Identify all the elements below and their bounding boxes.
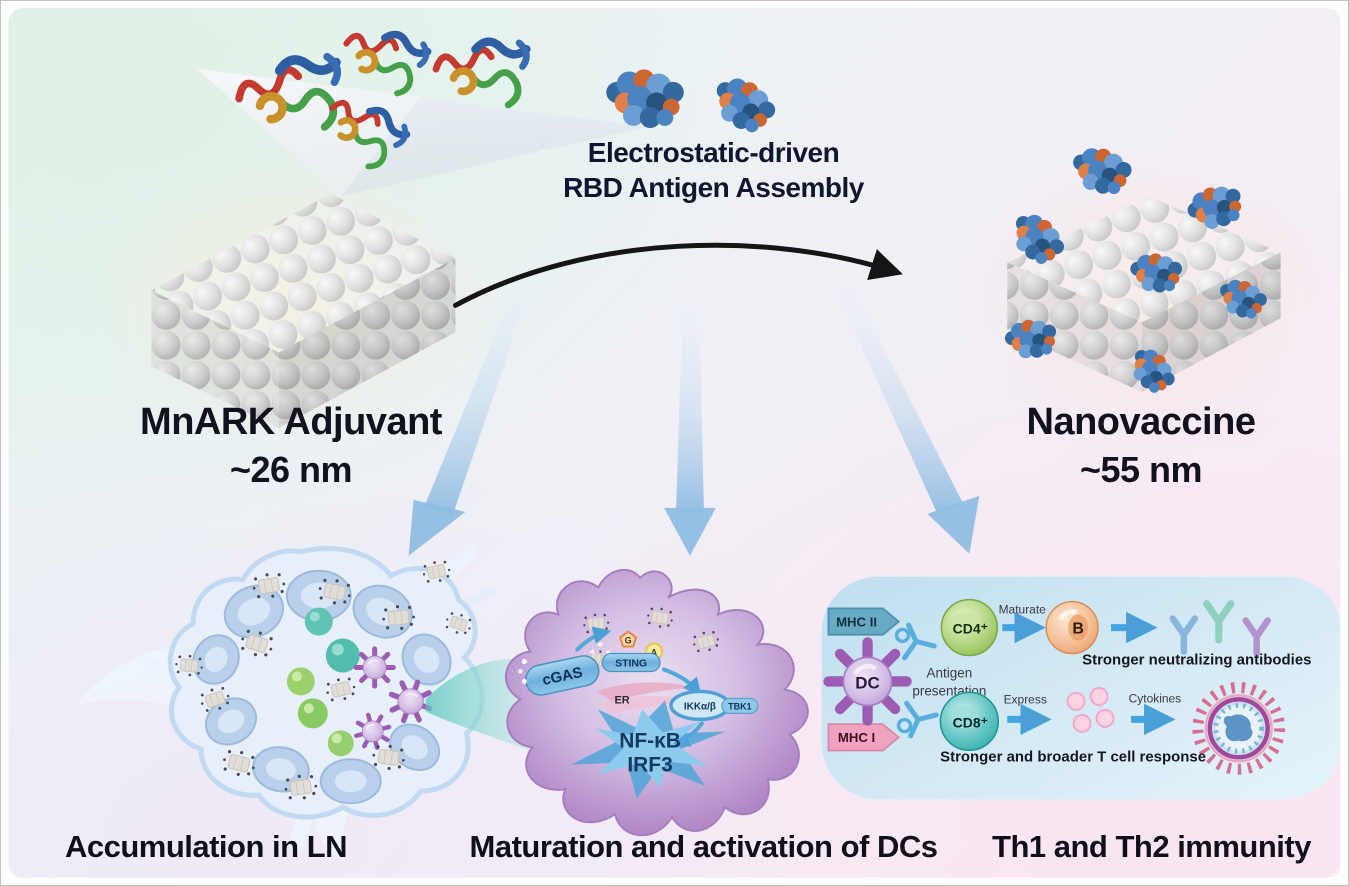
- maturate-label: Maturate: [999, 603, 1047, 617]
- nfkb-label: NF-κB: [619, 729, 681, 752]
- lymph-node: [76, 544, 498, 862]
- er-label: ER: [614, 694, 629, 706]
- beam-to-dc: [664, 296, 716, 556]
- ikk-label: IKKα/β: [684, 701, 716, 712]
- cd8-cell: CD8⁺: [939, 691, 1000, 752]
- assembly-label-line2: RBD Antigen Assembly: [563, 172, 864, 203]
- caption-dc-maturation: Maturation and activation of DCs: [469, 829, 938, 864]
- antibodies-caption: Stronger neutralizing antibodies: [1082, 651, 1311, 668]
- caption-accumulation-ln: Accumulation in LN: [64, 829, 348, 864]
- cd4-label: CD4⁺: [953, 621, 988, 637]
- nanovaccine-name: Nanovaccine: [1026, 401, 1256, 443]
- panel-dc-cell: DC: [829, 642, 907, 720]
- cd4-cell: CD4⁺: [940, 598, 999, 657]
- beam-to-ln: [408, 267, 538, 556]
- mnark-adjuvant-particle: [151, 193, 456, 429]
- cytokine-dots: [1066, 686, 1115, 733]
- ln-lymphocytes: [286, 607, 360, 757]
- antigen-presentation-line1: Antigen: [927, 665, 973, 680]
- ikk-oval: IKKα/β: [669, 689, 731, 722]
- sting-label: STING: [615, 658, 647, 669]
- panel-dc-label: DC: [855, 673, 879, 692]
- adjuvant-size: ~26 nm: [229, 448, 353, 490]
- mhc2-label: MHC II: [836, 614, 877, 629]
- express-label: Express: [1004, 692, 1047, 706]
- mhc1-tag: MHC I: [827, 723, 900, 752]
- nanovaccine-size: ~55 nm: [1079, 448, 1203, 490]
- cytokines-label: Cytokines: [1129, 691, 1182, 705]
- cd8-label: CD8⁺: [953, 714, 988, 730]
- flow-beams: [408, 267, 980, 556]
- gtp-icon: G: [618, 630, 638, 648]
- sting-pill: STING: [601, 652, 661, 673]
- immunity-panel: MHC II MHC I DC Antigen presentation CD4…: [821, 576, 1341, 800]
- b-cell: B: [1045, 600, 1099, 655]
- ln-follicles: [192, 569, 452, 805]
- dendritic-cell: G A cGAS STING ER IKKα/β TBK1: [504, 568, 809, 837]
- adjuvant-label: MnARK Adjuvant ~26 nm: [81, 399, 501, 492]
- mhc1-label: MHC I: [838, 730, 875, 745]
- beam-to-panel: [832, 279, 980, 554]
- nanovaccine-particle: [1002, 143, 1281, 401]
- protein-funnel: [197, 68, 649, 197]
- tcell-caption: Stronger and broader T cell response: [940, 748, 1206, 765]
- b-cell-label: B: [1072, 621, 1084, 638]
- tbk1-label: TBK1: [728, 701, 751, 711]
- mhc2-tag: MHC II: [827, 607, 900, 636]
- tbk1-pill: TBK1: [721, 697, 759, 714]
- assembly-label-line1: Electrostatic-driven: [587, 137, 840, 168]
- caption-th1-th2: Th1 and Th2 immunity: [992, 829, 1311, 864]
- nfkb-starburst: NF-κB IRF3: [571, 700, 726, 799]
- assembly-arrow: [453, 242, 903, 308]
- irf3-label: IRF3: [627, 753, 672, 776]
- atp-label: A: [651, 648, 658, 658]
- virus-particle: [1192, 681, 1286, 775]
- assembly-label: Electrostatic-driven RBD Antigen Assembl…: [471, 135, 956, 205]
- gtp-label: G: [625, 636, 632, 646]
- adjuvant-name: MnARK Adjuvant: [140, 401, 442, 443]
- nanovaccine-label: Nanovaccine ~55 nm: [941, 399, 1341, 492]
- cgas-pill: cGAS: [525, 655, 600, 696]
